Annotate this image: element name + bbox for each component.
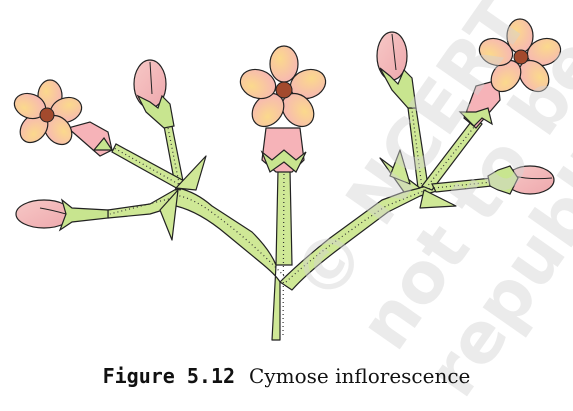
bract-right-3: [389, 149, 411, 185]
flower-bud-left-upper: [133, 59, 175, 129]
flower-bud-left: [15, 198, 109, 232]
figure-title: Cymose inflorescence: [249, 364, 471, 388]
figure-label: Figure 5.12: [102, 364, 236, 388]
peduncle: [107, 187, 281, 341]
flower-bud-right: [487, 165, 555, 195]
lateral-branch-right-flower: [421, 117, 483, 191]
bract-right-2: [419, 189, 457, 209]
open-flower-right: [458, 18, 562, 129]
cymose-inflorescence-diagram: [13, 18, 562, 341]
open-flower-left: [13, 79, 114, 157]
flower-bud-right-upper: [376, 31, 417, 109]
open-flower-center: [239, 45, 327, 173]
bract-left-2: [159, 189, 179, 241]
figure-caption: Figure 5.12 Cymose inflorescence: [0, 364, 573, 388]
bract-left-1: [175, 155, 207, 191]
